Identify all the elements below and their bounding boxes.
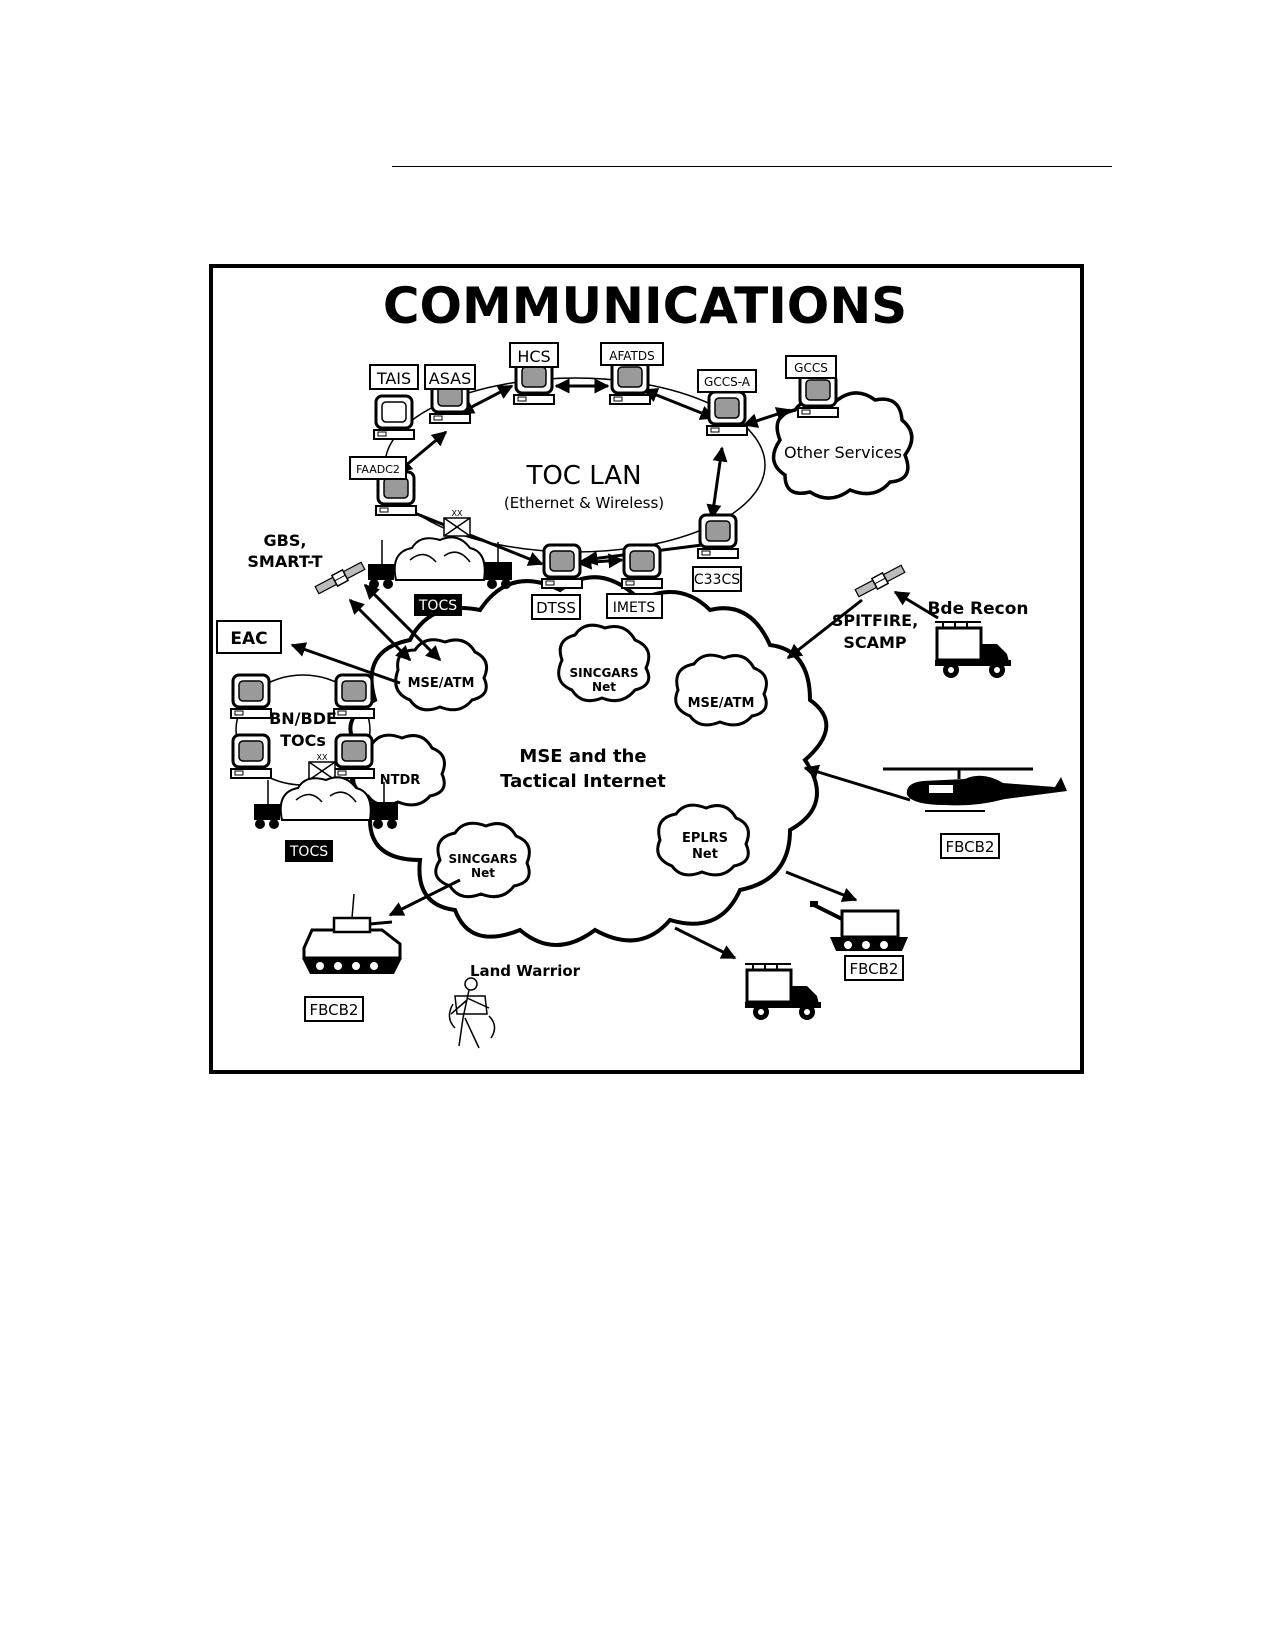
satellite-left-label-2: SMART-T	[247, 552, 322, 571]
fbcb2-label-helicopter: FBCB2	[946, 838, 995, 856]
unit-symbol-icon	[443, 508, 471, 537]
bde-recon-label: Bde Recon	[927, 599, 1028, 619]
soldier-icon	[448, 977, 496, 1049]
toc-lan-title: TOC LAN	[525, 461, 641, 491]
land-warrior-label: Land Warrior	[470, 962, 581, 980]
computer-terminal-icon	[705, 390, 749, 437]
computer-terminal-icon	[372, 394, 416, 441]
truck-icon	[933, 620, 1013, 680]
computer-terminal-icon	[620, 543, 664, 590]
system-label-hcs: HCS	[517, 347, 550, 366]
figure-title: COMMUNICATIONS	[383, 277, 907, 335]
tocs-badge-bottom: TOCS	[289, 844, 328, 860]
eac-label: EAC	[230, 629, 267, 649]
system-label-gccs-a: GCCS-A	[704, 375, 751, 389]
mse-atm-cloud-left	[394, 638, 488, 712]
other-services-label: Other Services	[784, 443, 902, 462]
satellite-right-label-1: SPITFIRE,	[832, 611, 918, 630]
computer-terminal-icon	[696, 513, 740, 560]
tactical-operations-center-icon	[367, 536, 513, 590]
sincgars-label-top: SINCGARS	[570, 666, 639, 680]
eplrs-label: EPLRS	[682, 831, 728, 846]
computer-terminal-icon	[540, 543, 584, 590]
ntdr-label: NTDR	[380, 773, 421, 788]
eplrs-net-label: Net	[692, 847, 718, 862]
tank-icon	[302, 893, 402, 974]
bn-bde-label-1: BN/BDE	[269, 709, 337, 728]
system-label-faadc2: FAADC2	[356, 463, 400, 476]
sincgars-label-bottom: SINCGARS	[449, 852, 518, 866]
computer-terminal-icon	[796, 372, 840, 419]
system-label-gccs: GCCS	[794, 361, 828, 375]
helicopter-icon	[883, 767, 1067, 812]
toc-lan-subtitle: (Ethernet & Wireless)	[504, 494, 664, 512]
satellite-left-label-1: GBS,	[264, 531, 307, 550]
unit-symbol-icon	[308, 752, 336, 781]
mse-atm-label-right: MSE/ATM	[688, 696, 755, 711]
tocs-badge-top: TOCS	[418, 598, 457, 614]
fbcb2-label-howitzer: FBCB2	[850, 960, 899, 978]
bn-bde-label-2: TOCs	[280, 731, 326, 750]
sincgars-net-label-top: Net	[592, 680, 616, 694]
system-label-asas: ASAS	[429, 369, 472, 388]
fbcb2-label-tank: FBCB2	[310, 1001, 359, 1019]
system-label-dtss: DTSS	[536, 599, 576, 617]
system-label-imets: IMETS	[613, 600, 656, 616]
sincgars-net-label-bottom: Net	[471, 866, 495, 880]
eplrs-cloud	[656, 803, 750, 877]
sincgars-cloud-bottom	[434, 821, 531, 899]
computer-terminal-icon	[332, 733, 376, 780]
figure-frame	[209, 264, 1084, 1074]
mse-atm-cloud-right	[674, 653, 768, 727]
header-rule	[392, 166, 1112, 167]
system-label-c33cs: C33CS	[694, 572, 740, 588]
system-label-afatds: AFATDS	[609, 349, 654, 363]
main-cloud-label-2: Tactical Internet	[500, 771, 666, 792]
main-cloud-label-1: MSE and the	[519, 746, 646, 767]
truck-icon	[743, 962, 823, 1022]
computer-terminal-icon	[608, 359, 652, 406]
satellite-right-label-2: SCAMP	[843, 633, 907, 652]
mse-atm-label-left: MSE/ATM	[408, 676, 475, 691]
computer-terminal-icon	[332, 673, 376, 720]
computer-terminal-icon	[229, 733, 273, 780]
howitzer-icon	[810, 901, 908, 951]
sincgars-cloud-top	[557, 623, 651, 703]
computer-terminal-icon	[229, 673, 273, 720]
system-label-tais: TAIS	[376, 369, 411, 388]
